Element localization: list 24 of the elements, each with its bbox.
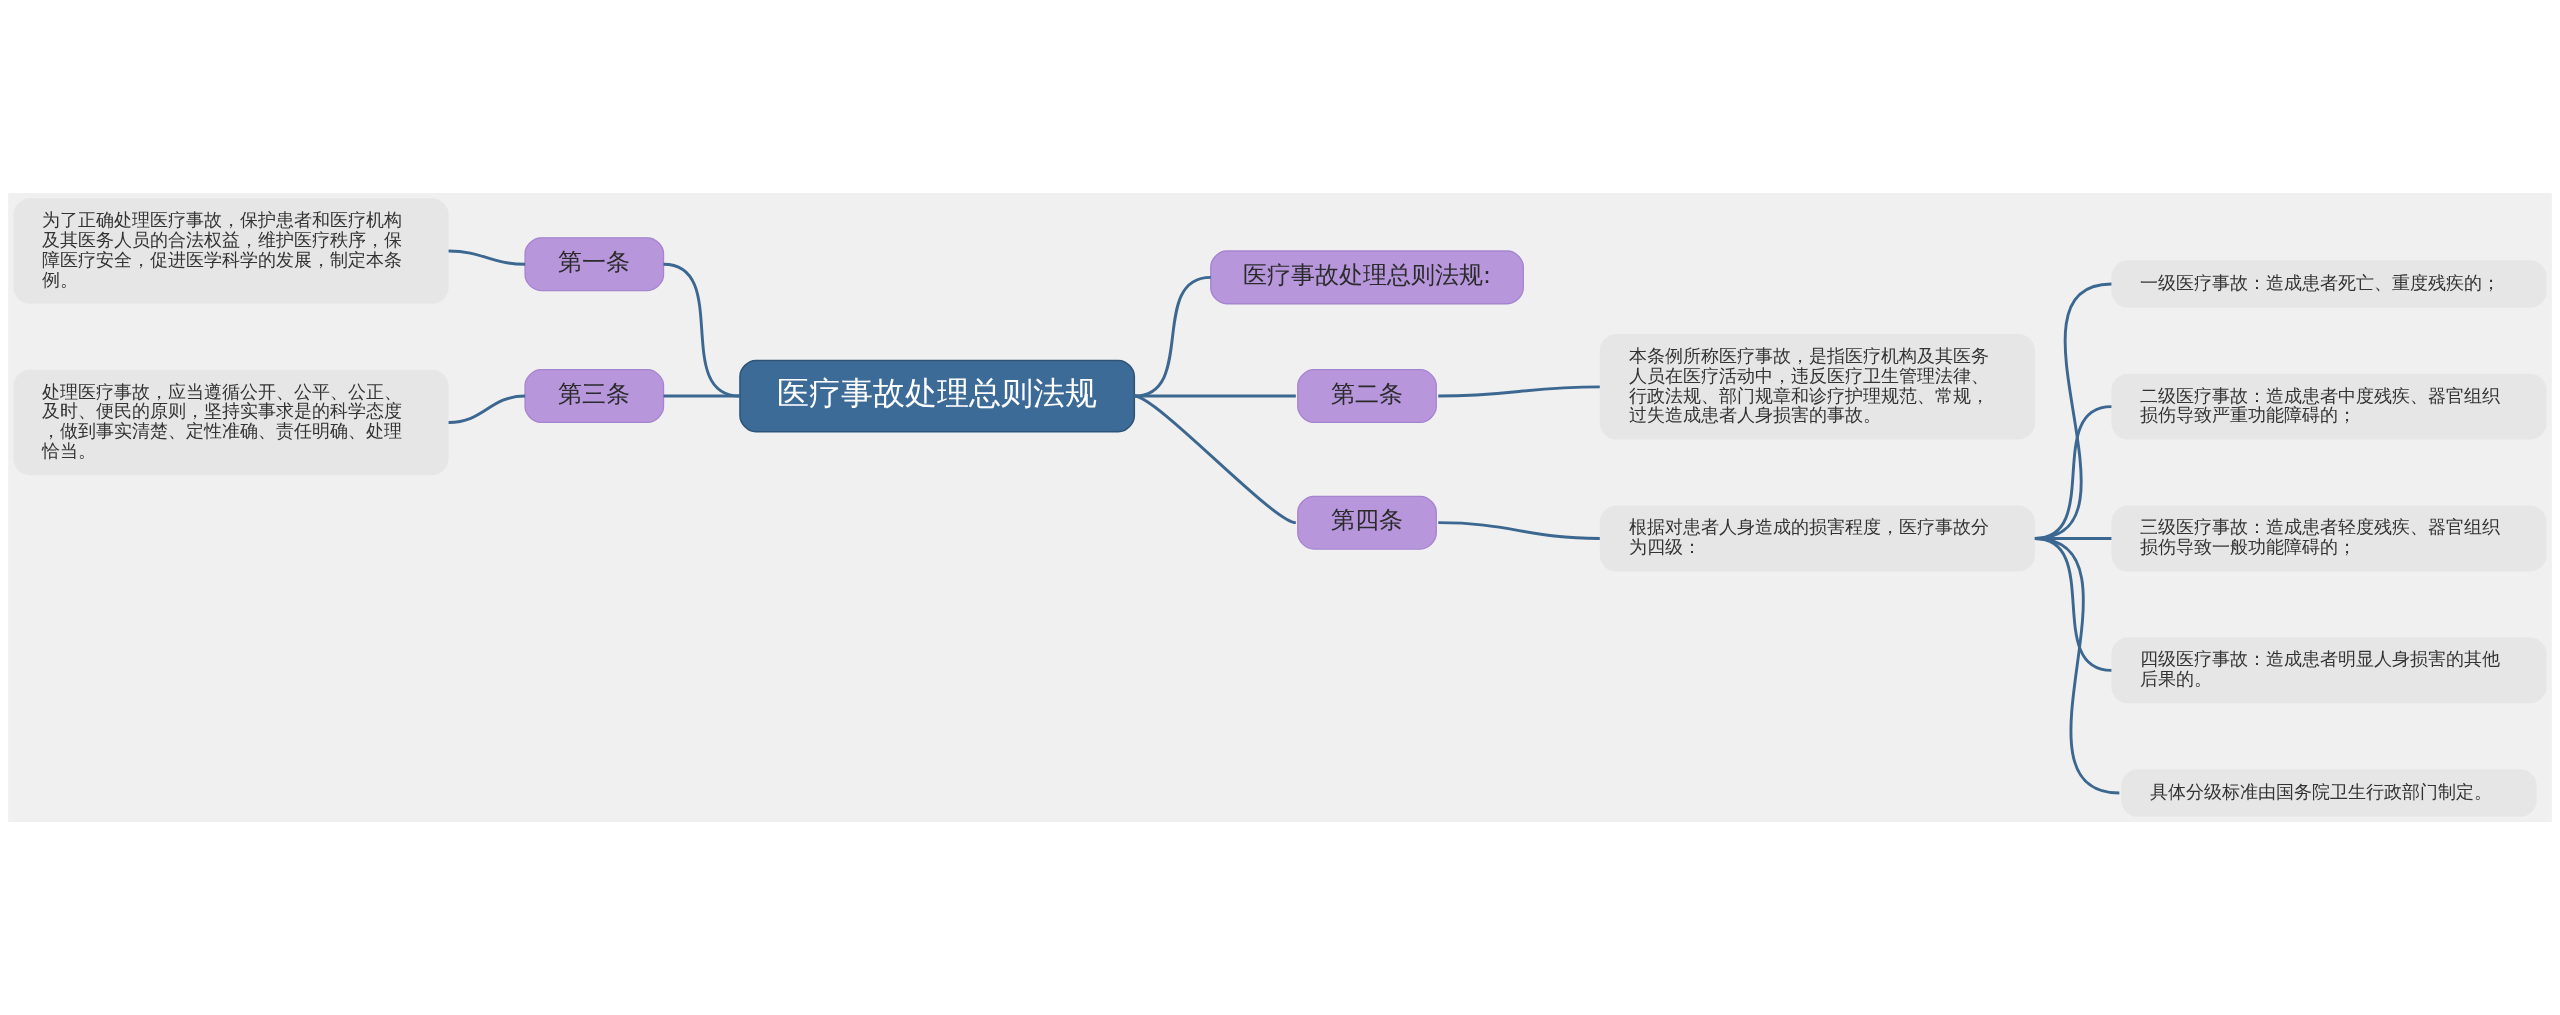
node-box: 根据对患者人身造成的损害程度，医疗事故分为四级： — [1599, 505, 2035, 572]
node-box: 具体分级标准由国务院卫生行政部门制定。 — [2121, 769, 2537, 817]
node-box: 为了正确处理医疗事故，保护患者和医疗机构及其医务人员的合法权益，维护医疗秩序，保障医疗安全，促进医学科学的发展，制定本条例。 — [13, 198, 449, 304]
node-box: 第二条 — [1297, 369, 1437, 424]
node-box: 四级医疗事故：造成患者明显人身损害的其他后果的。 — [2111, 637, 2547, 704]
node-box: 医疗事故处理总则法规: — [1210, 250, 1524, 305]
node-box: 医疗事故处理总则法规 — [739, 359, 1136, 433]
connector — [448, 394, 526, 424]
node-box: 第四条 — [1297, 495, 1437, 550]
node-box: 三级医疗事故：造成患者轻度残疾、器官组织损伤导致一般功能障碍的； — [2111, 505, 2547, 572]
node-box: 处理医疗事故，应当遵循公开、公平、公正、及时、便民的原则，坚持实事求是的科学态度，做到事实清楚、定性准确、责任明确、处理恰当。 — [13, 369, 449, 476]
connector — [663, 262, 741, 398]
node-box: 第一条 — [524, 237, 665, 292]
node-box: 本条例所称医疗事故，是指医疗机构及其医务人员在医疗活动中，违反医疗卫生管理法律、行政法规、部门规章和诊疗护理规范、常规，过失造成患者人身损害的事故。 — [1599, 334, 2035, 440]
node-box: 第三条 — [524, 369, 665, 424]
node-box: 一级医疗事故：造成患者死亡、重度残疾的； — [2111, 260, 2547, 308]
connector — [448, 249, 526, 266]
connector — [1438, 521, 1600, 540]
node-box: 二级医疗事故：造成患者中度残疾、器官组织损伤导致严重功能障碍的； — [2111, 373, 2547, 440]
connector — [1133, 394, 1297, 525]
connector — [1438, 385, 1600, 398]
connector — [2034, 537, 2120, 795]
connector — [1134, 275, 1211, 398]
connector — [663, 394, 740, 398]
